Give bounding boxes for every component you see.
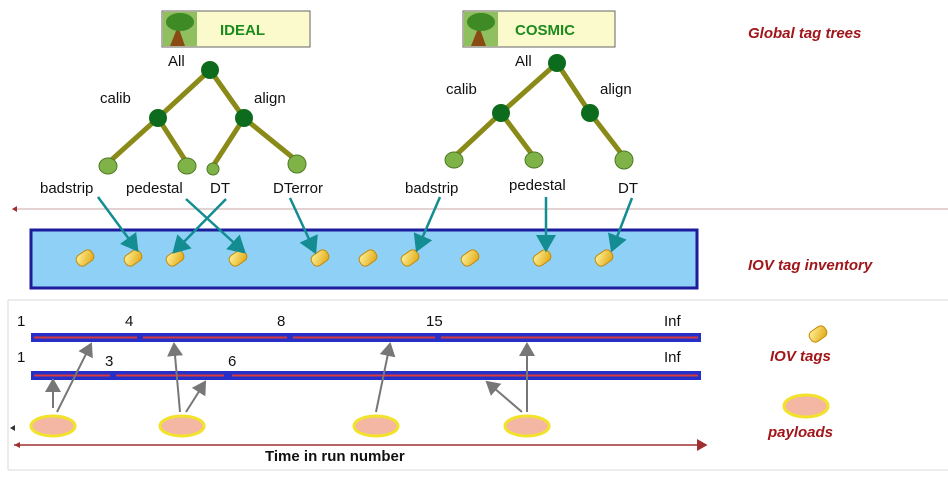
timeline-tick-label: 4 (125, 313, 133, 330)
tree-root-node (548, 54, 566, 72)
iov-tag-icon (532, 249, 552, 267)
leaf-icon (206, 162, 220, 176)
inventory-tags (75, 249, 614, 267)
tree-picture-icon (170, 26, 185, 46)
payload (503, 414, 551, 438)
time-axis: Time in run number (14, 439, 708, 465)
iov-tag-icon (123, 249, 143, 267)
timeline-tick-label: 8 (277, 313, 285, 330)
leaf-label: DTerror (273, 180, 323, 197)
tree-ideal: IDEAL All calib align badstrip pedestal … (40, 10, 323, 197)
payload (29, 414, 77, 438)
leaf-icon (524, 151, 544, 169)
tree-header-label: COSMIC (515, 22, 575, 39)
payload (158, 414, 206, 438)
top-separator-arrow-tip (12, 206, 17, 212)
left-small-arrow-tip (10, 425, 15, 431)
tree-header-label: IDEAL (220, 22, 265, 39)
timeline-marker (137, 334, 143, 341)
payloads-label: payloads (767, 424, 833, 441)
tree-branch-node (492, 104, 510, 122)
tree-header-ideal: IDEAL (161, 10, 311, 48)
timeline-marker (224, 371, 232, 380)
tree-branch-node (581, 104, 599, 122)
iov-tags-label: IOV tags (770, 348, 831, 365)
iov-tag-inventory-label: IOV tag inventory (748, 257, 873, 274)
payload (352, 414, 400, 438)
iov-tag-icon (594, 249, 614, 267)
timeline-tick-label: 3 (105, 353, 113, 370)
time-axis-label: Time in run number (265, 448, 405, 465)
timeline-marker (435, 334, 441, 341)
iov-tag-legend-icon (808, 325, 828, 343)
branch-label: calib (100, 90, 131, 107)
tree-branch-node (149, 109, 167, 127)
leaf-label: pedestal (126, 180, 183, 197)
branch-label: calib (446, 81, 477, 98)
interval-to-payload-arrows (45, 342, 535, 413)
iov-tag-icon (358, 249, 378, 267)
global-tag-trees-label: Global tag trees (748, 25, 861, 42)
timeline-2: 1 3 6 Inf (17, 349, 701, 380)
leaf-label: DT (210, 180, 230, 197)
tree-cosmic: COSMIC All calib align badstrip pedestal… (405, 10, 638, 197)
tree-picture-icon (471, 26, 486, 46)
leaf-icon (614, 150, 634, 170)
leaf-icon (98, 157, 118, 175)
tree-header-cosmic: COSMIC (462, 10, 616, 48)
timeline-tick-label: Inf (664, 349, 682, 366)
branch-label: align (600, 81, 632, 98)
root-label: All (168, 53, 185, 70)
timeline-marker (287, 334, 293, 341)
iov-tag-icon (75, 249, 95, 267)
tree-branch-node (235, 109, 253, 127)
iov-tag-icon (400, 249, 420, 267)
iov-tag-icon (460, 249, 480, 267)
timeline-tick-label: 15 (426, 313, 443, 330)
leaf-label: pedestal (509, 177, 566, 194)
leaf-label: badstrip (405, 180, 458, 197)
timeline-tick-label: 1 (17, 349, 25, 366)
leaf-to-tag-arrows (96, 196, 634, 255)
leaf-icon (444, 151, 464, 169)
leaf-label: badstrip (40, 180, 93, 197)
root-label: All (515, 53, 532, 70)
payloads (29, 414, 551, 438)
timeline-tick-label: 6 (228, 353, 236, 370)
timeline-tick-label: 1 (17, 313, 25, 330)
payload-legend-icon (782, 393, 830, 419)
leaf-icon (287, 154, 307, 174)
leaf-icon (177, 157, 197, 175)
timeline-marker (110, 372, 116, 379)
leaf-label: DT (618, 180, 638, 197)
branch-label: align (254, 90, 286, 107)
timeline-tick-label: Inf (664, 313, 682, 330)
timeline-1: 1 4 8 15 Inf (17, 313, 701, 342)
tree-root-node (201, 61, 219, 79)
